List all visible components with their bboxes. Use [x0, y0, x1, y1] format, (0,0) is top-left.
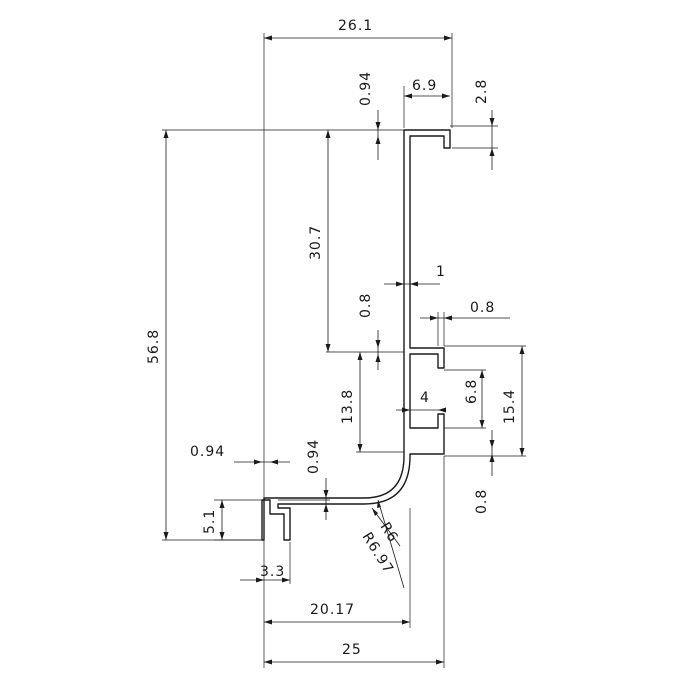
dim-bottom-flange-thickness: 0.94 — [306, 439, 322, 474]
dim-top-flange-thickness: 0.94 — [358, 71, 374, 106]
dim-overall-width: 26.1 — [338, 18, 373, 34]
dim-total-height: 56.8 — [146, 329, 162, 364]
dim-top-lip-width: 6.9 — [412, 78, 437, 94]
dim-slot-opening: 6.8 — [464, 379, 480, 404]
dim-base-width: 25 — [342, 642, 362, 658]
dim-lower-web-height: 13.8 — [340, 389, 356, 424]
profile-outline — [261, 129, 451, 541]
aluminium-profile — [261, 129, 451, 541]
dim-web-thickness: 1 — [436, 264, 446, 280]
dim-slot-depth: 4 — [420, 390, 430, 406]
dim-top-lip-height: 2.8 — [474, 79, 490, 104]
dim-slot-top-thickness: 0.8 — [358, 293, 374, 318]
dim-bottom-lip-width: 3.3 — [260, 564, 285, 580]
dim-bottom-lip-thickness: 0.94 — [190, 444, 225, 460]
dim-bottom-lip-height: 5.1 — [202, 509, 218, 534]
dim-inner-length: 20.17 — [310, 602, 355, 618]
dimension-lines — [163, 35, 525, 665]
dim-slot-outer-height: 15.4 — [502, 389, 518, 424]
dim-upper-web-height: 30.7 — [308, 225, 324, 260]
dim-bottom-slot-thickness: 0.8 — [474, 489, 490, 514]
dim-slot-wall-thickness: 0.8 — [470, 300, 495, 316]
extension-lines — [162, 33, 526, 668]
dimension-labels: 26.1 0.94 6.9 2.8 30.7 1 0.8 0.8 56.8 15… — [146, 18, 518, 658]
